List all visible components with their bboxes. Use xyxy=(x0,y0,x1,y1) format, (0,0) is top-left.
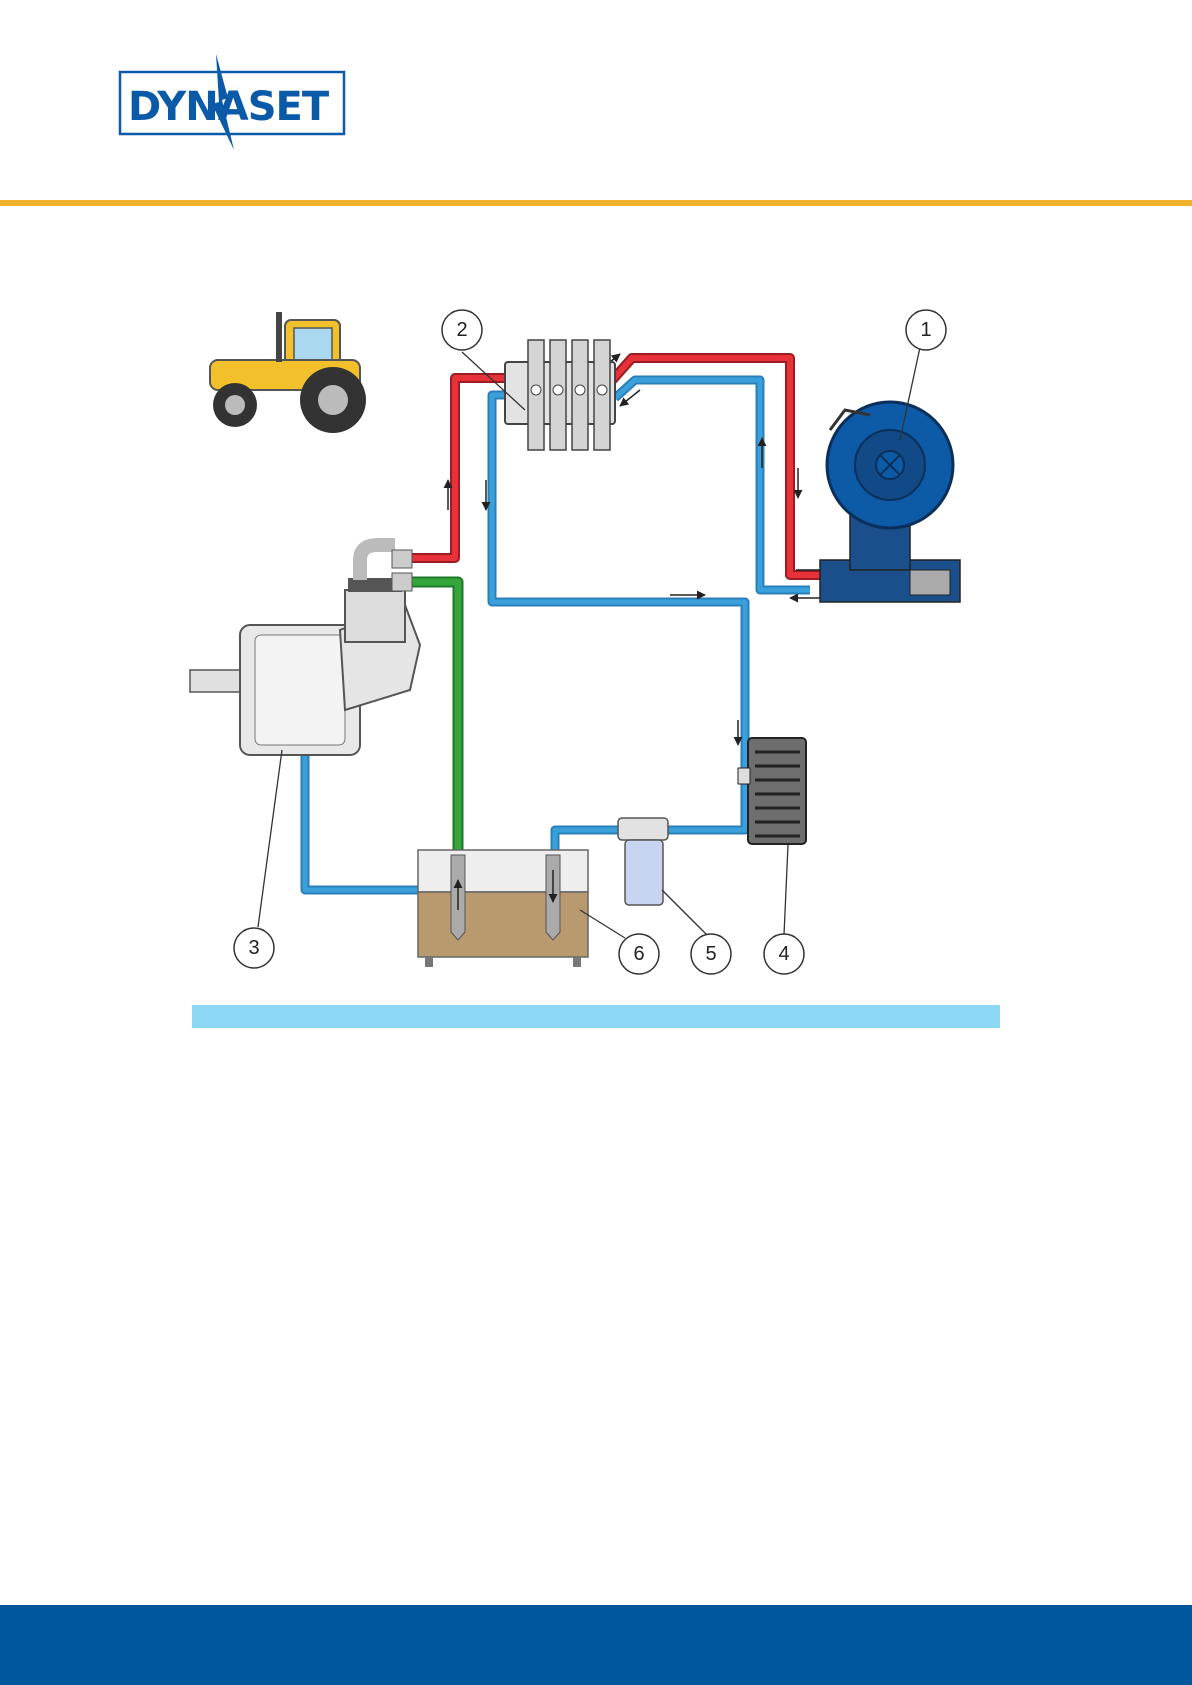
callout-1: 1 xyxy=(906,310,946,350)
svg-text:3: 3 xyxy=(248,937,259,959)
oil-filter-icon xyxy=(618,818,668,905)
svg-text:2: 2 xyxy=(456,319,467,341)
callout-6: 6 xyxy=(619,934,659,974)
logo-text: DYNASET xyxy=(128,84,330,130)
tractor-icon xyxy=(210,312,366,433)
callout-5: 5 xyxy=(691,934,731,974)
hydraulic-pump-icon xyxy=(190,545,420,755)
hose-reel-icon xyxy=(820,402,960,602)
callout-3: 3 xyxy=(234,928,274,968)
footer-band xyxy=(0,1605,1192,1685)
oil-tank-icon xyxy=(418,850,588,967)
suction-line xyxy=(410,582,458,855)
callout-2: 2 xyxy=(442,310,482,350)
callout-4: 4 xyxy=(764,934,804,974)
header-divider xyxy=(0,200,1192,206)
svg-text:5: 5 xyxy=(705,943,716,965)
svg-text:1: 1 xyxy=(920,319,931,341)
svg-text:6: 6 xyxy=(633,943,644,965)
dynaset-logo: DYNASET xyxy=(116,50,348,154)
hydraulic-system-diagram: 1 2 3 4 5 6 xyxy=(0,290,1192,990)
svg-text:4: 4 xyxy=(778,943,789,965)
oil-cooler-icon xyxy=(738,738,806,844)
caption-band xyxy=(192,1005,1000,1028)
control-valve-icon xyxy=(505,340,615,450)
